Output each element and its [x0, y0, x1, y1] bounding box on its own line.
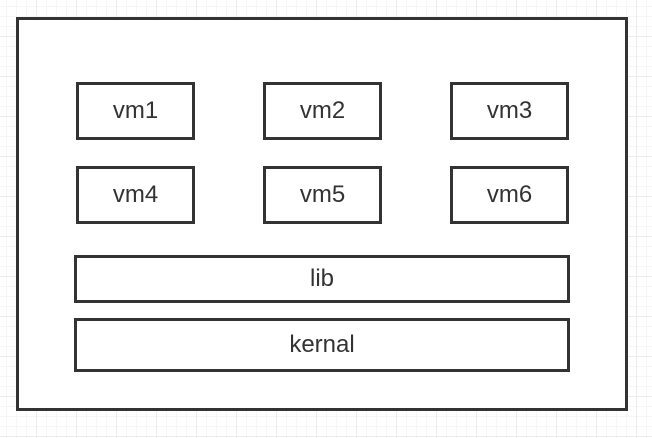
kernel-label: kernal: [289, 331, 355, 358]
vm-label: vm4: [112, 181, 159, 208]
vm-box-6: vm6: [450, 166, 569, 224]
vm-box-5: vm5: [263, 166, 382, 224]
vm-label: vm5: [299, 181, 346, 208]
lib-layer: lib: [74, 255, 570, 303]
vm-label: vm1: [112, 97, 159, 124]
vm-label: vm3: [486, 97, 533, 124]
vm-box-1: vm1: [76, 82, 195, 140]
vm-box-3: vm3: [450, 82, 569, 140]
kernel-layer: kernal: [74, 318, 570, 372]
vm-box-4: vm4: [76, 166, 195, 224]
vm-label: vm6: [486, 181, 533, 208]
vm-label: vm2: [299, 97, 346, 124]
lib-label: lib: [309, 265, 334, 292]
vm-box-2: vm2: [263, 82, 382, 140]
